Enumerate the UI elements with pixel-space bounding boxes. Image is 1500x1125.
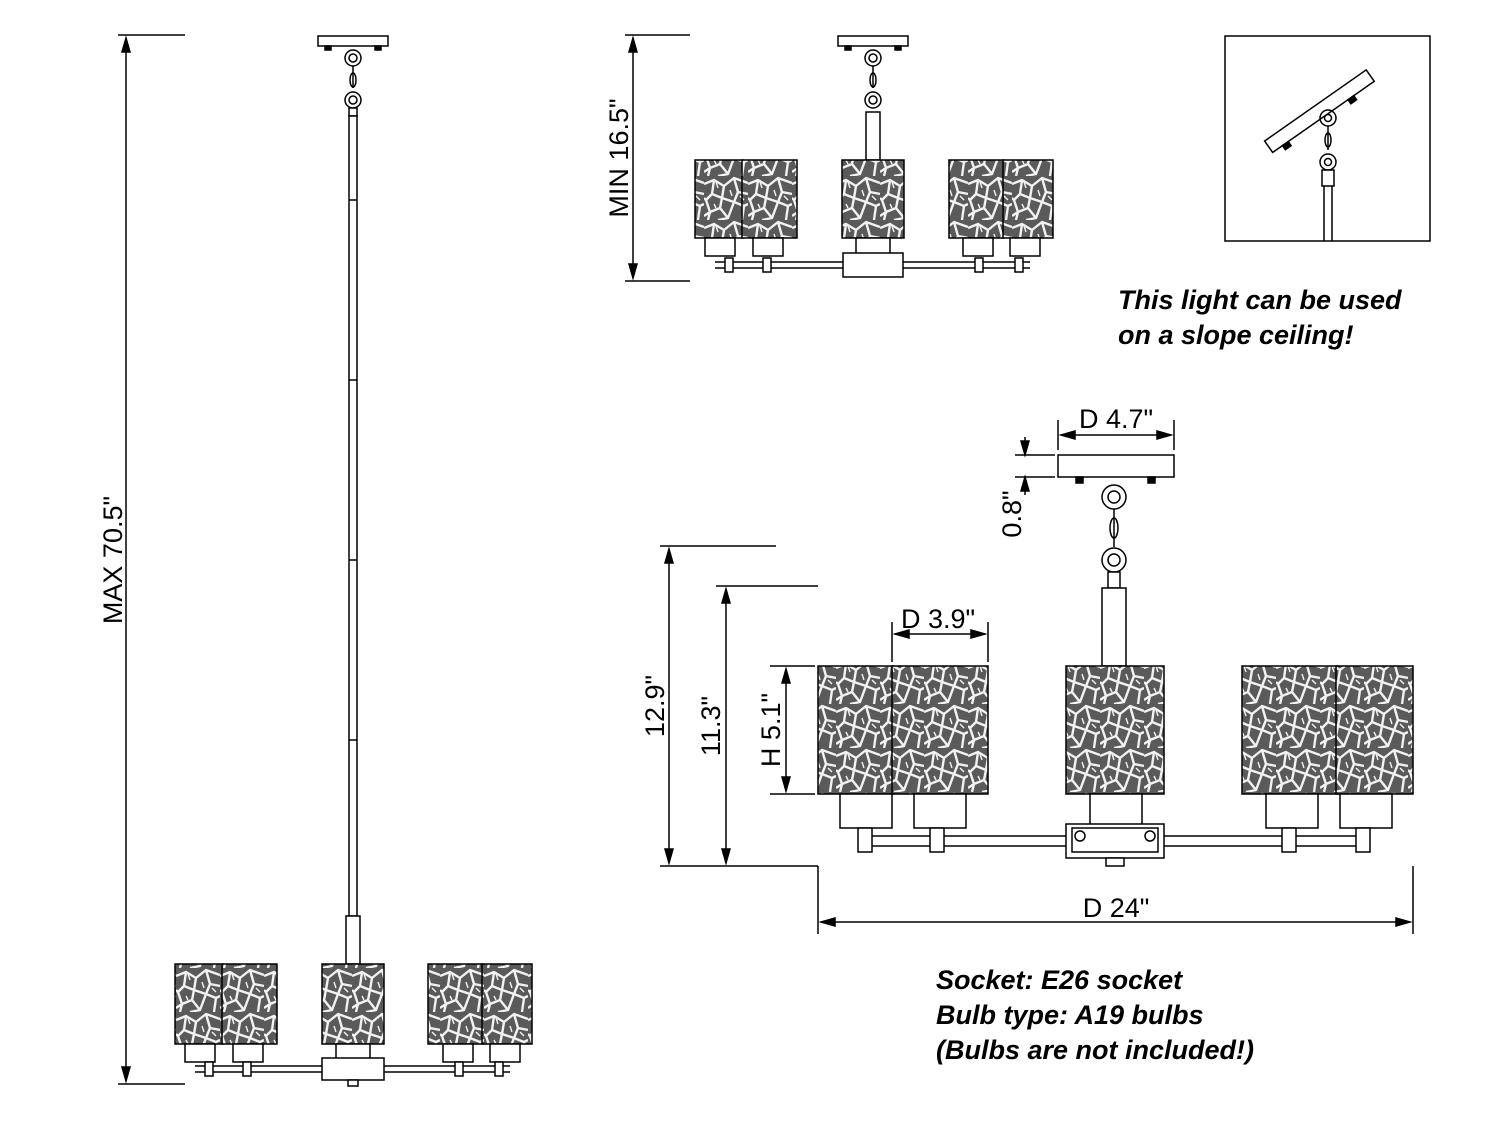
- slope-note-line2: on a slope ceiling!: [1118, 320, 1354, 350]
- shade-height-label: H 5.1": [756, 693, 786, 767]
- bulb-spec: Bulb type: A19 bulbs: [936, 1000, 1204, 1030]
- overall-diameter-label: D 24": [1083, 893, 1150, 923]
- slope-ceiling-inset: [1224, 35, 1431, 242]
- body-height-arms-label: 11.3": [696, 696, 726, 756]
- bulb-note: (Bulbs are not included!): [936, 1035, 1255, 1065]
- detail-view: [660, 420, 1414, 934]
- canopy-diameter-label: D 4.7": [1079, 404, 1153, 434]
- spec-notes: Socket: E26 socket Bulb type: A19 bulbs …: [936, 963, 1254, 1068]
- canopy-height-label: 0.8": [997, 490, 1027, 537]
- max-height-label: MAX 70.5": [98, 496, 128, 624]
- min-height-label: MIN 16.5": [604, 98, 634, 217]
- body-height-total-label: 12.9": [640, 675, 670, 737]
- max-height-view: [118, 34, 533, 1087]
- min-height-view: [625, 34, 1054, 282]
- slope-note-line1: This light can be used: [1118, 285, 1402, 315]
- socket-spec: Socket: E26 socket: [936, 965, 1183, 995]
- shade-diameter-label: D 3.9": [901, 604, 975, 634]
- slope-ceiling-note: This light can be used on a slope ceilin…: [1118, 283, 1402, 353]
